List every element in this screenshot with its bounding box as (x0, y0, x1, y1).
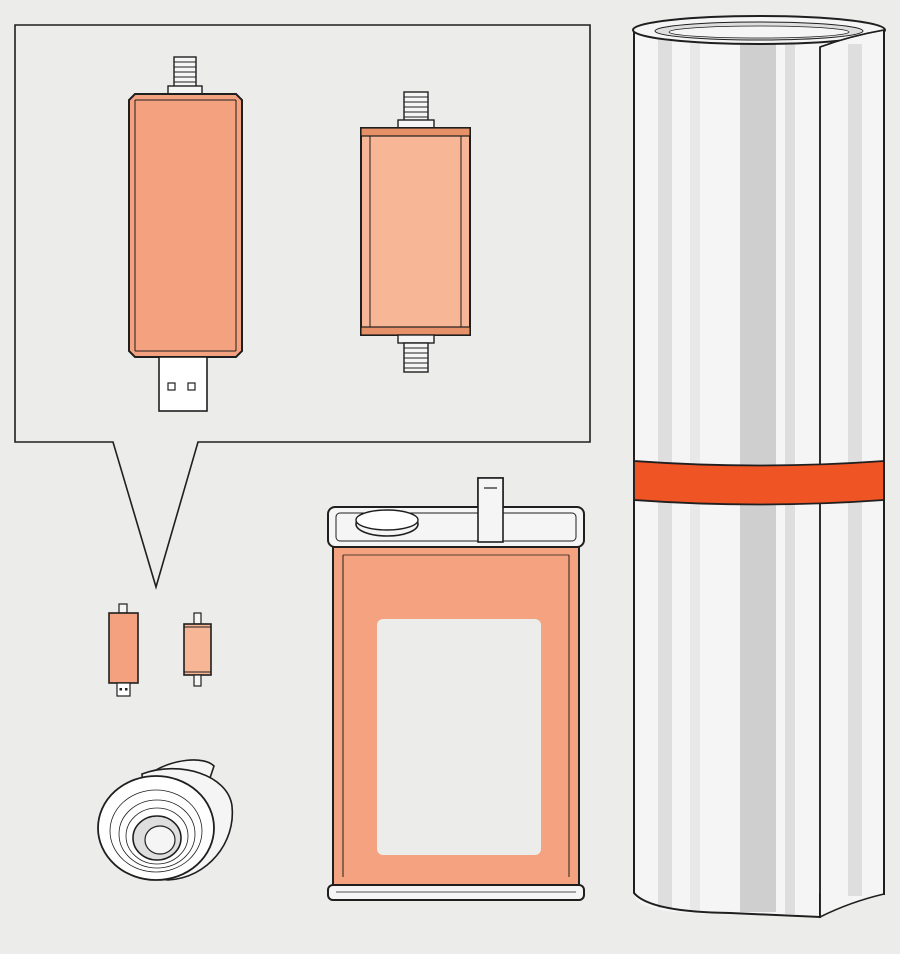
threaded-cylinder-small (183, 612, 212, 687)
oil-can-icon (327, 477, 585, 901)
usb-dongle-large (128, 56, 243, 412)
usb-connector-icon (158, 356, 208, 412)
metal-sheet-roll-icon (632, 15, 886, 919)
threaded-cylinder-large (360, 91, 471, 373)
oil-can-label-panel (377, 619, 541, 855)
tape-roll-icon (97, 759, 234, 881)
usb-dongle-small (108, 603, 139, 697)
threaded-stud-icon (167, 56, 203, 95)
roll-band (633, 460, 885, 506)
